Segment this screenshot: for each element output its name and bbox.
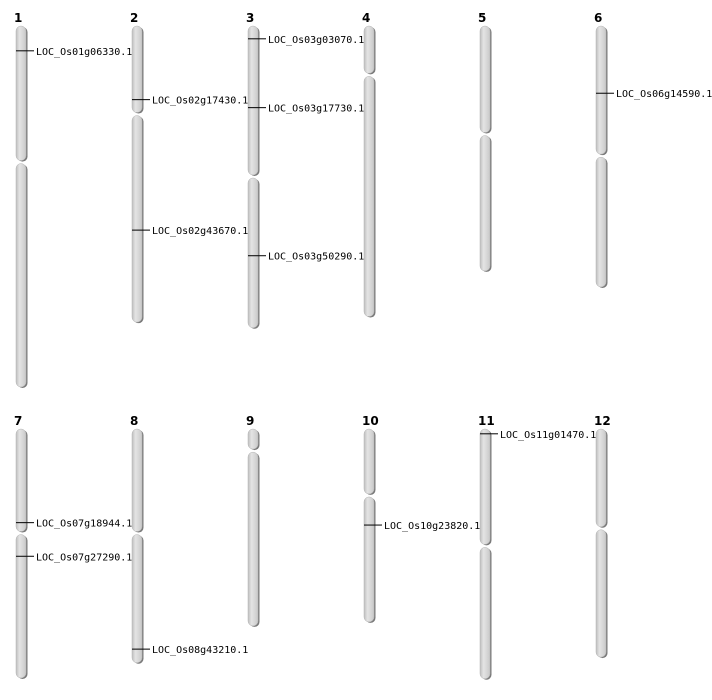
gene-marker: LOC_Os10g23820.1	[364, 521, 480, 532]
chromosome-short-arm	[479, 428, 491, 545]
gene-marker: LOC_Os03g17730.1	[248, 104, 364, 115]
chromosome-number: 11	[478, 414, 495, 428]
chromosome-long-arm	[247, 451, 259, 627]
gene-marker: LOC_Os02g43670.1	[132, 226, 248, 237]
gene-marker: LOC_Os11g01470.1	[480, 430, 596, 441]
chromosome-short-arm	[15, 428, 27, 532]
chromosome-number: 8	[130, 414, 138, 428]
chromosome-short-arm	[131, 25, 143, 113]
chromosome-number: 6	[594, 11, 602, 25]
gene-label: LOC_Os07g27290.1	[36, 552, 132, 563]
gene-marker: LOC_Os02g17430.1	[132, 96, 248, 107]
gene-label: LOC_Os06g14590.1	[616, 89, 712, 100]
chromosome-short-arm	[247, 428, 259, 450]
chromosome-long-arm	[595, 529, 607, 658]
chromosome-short-arm	[131, 428, 143, 532]
gene-marker: LOC_Os07g27290.1	[16, 552, 132, 563]
chromosome-number: 4	[362, 11, 370, 25]
chromosome-long-arm	[15, 163, 27, 388]
gene-label: LOC_Os02g43670.1	[152, 226, 248, 237]
gene-label: LOC_Os11g01470.1	[500, 430, 596, 441]
chromosome-long-arm	[131, 115, 143, 323]
gene-label: LOC_Os03g17730.1	[268, 104, 364, 115]
chromosome-short-arm	[595, 428, 607, 528]
chromosome-number: 12	[594, 414, 611, 428]
chromosome-layer: 1LOC_Os01g06330.12LOC_Os02g17430.1LOC_Os…	[14, 11, 712, 680]
gene-marker: LOC_Os08g43210.1	[132, 645, 248, 656]
chromosome-long-arm	[247, 177, 259, 329]
chromosome-12: 12	[594, 414, 611, 659]
chromosome-long-arm	[363, 496, 375, 623]
chromosome-3: 3LOC_Os03g03070.1LOC_Os03g17730.1LOC_Os0…	[246, 11, 364, 329]
chromosome-number: 9	[246, 414, 254, 428]
gene-label: LOC_Os01g06330.1	[36, 47, 132, 58]
chromosome-number: 3	[246, 11, 254, 25]
chromosome-long-arm	[131, 534, 143, 663]
chromosome-number: 10	[362, 414, 379, 428]
chromosome-long-arm	[15, 534, 27, 679]
chromosome-9: 9	[246, 414, 260, 627]
gene-label: LOC_Os10g23820.1	[384, 521, 480, 532]
chromosome-long-arm	[479, 547, 491, 679]
gene-marker: LOC_Os07g18944.1	[16, 519, 132, 530]
chromosome-short-arm	[479, 25, 491, 133]
gene-label: LOC_Os03g03070.1	[268, 35, 364, 46]
chromosome-long-arm	[595, 156, 607, 288]
gene-label: LOC_Os02g17430.1	[152, 96, 248, 107]
chromosome-long-arm	[479, 135, 491, 272]
gene-marker: LOC_Os03g50290.1	[248, 252, 364, 263]
gene-label: LOC_Os07g18944.1	[36, 519, 132, 530]
chromosome-short-arm	[595, 25, 607, 155]
chromosome-short-arm	[363, 428, 375, 495]
chromosome-short-arm	[363, 25, 375, 74]
gene-marker: LOC_Os01g06330.1	[16, 47, 132, 58]
gene-label: LOC_Os03g50290.1	[268, 252, 364, 263]
chromosome-number: 5	[478, 11, 486, 25]
gene-marker: LOC_Os03g03070.1	[248, 35, 364, 46]
chromosome-5: 5	[478, 11, 492, 272]
chromosome-4: 4	[362, 11, 376, 318]
gene-label: LOC_Os08g43210.1	[152, 645, 248, 656]
chromosome-number: 2	[130, 11, 138, 25]
chromosome-short-arm	[247, 25, 259, 176]
chromosome-number: 7	[14, 414, 22, 428]
chromosome-number: 1	[14, 11, 22, 25]
chromosome-long-arm	[363, 76, 375, 317]
chromosome-short-arm	[15, 25, 27, 161]
gene-marker: LOC_Os06g14590.1	[596, 89, 712, 100]
